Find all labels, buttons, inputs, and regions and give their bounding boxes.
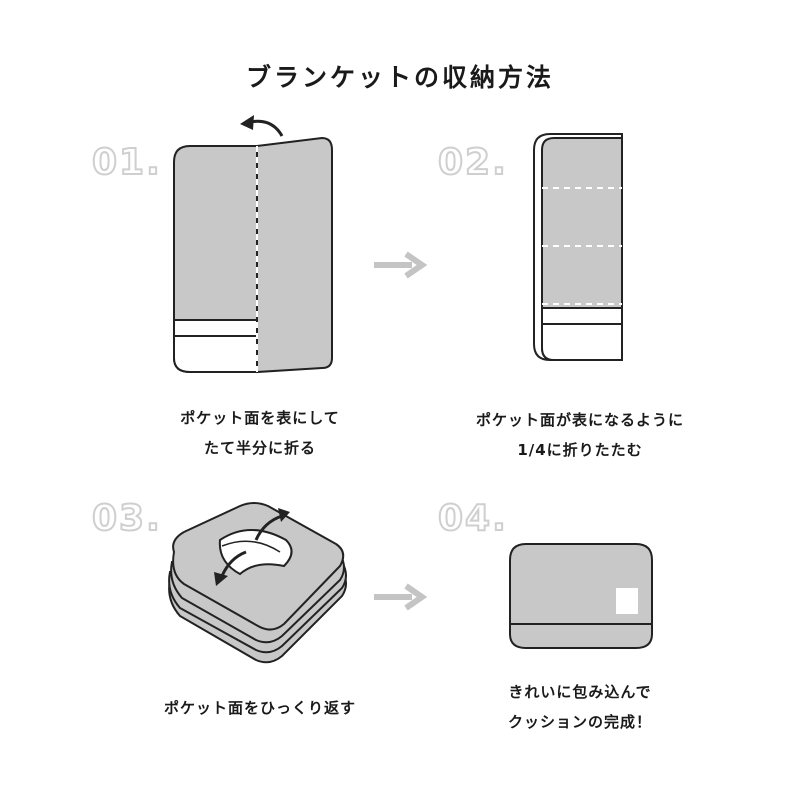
step-1-illustration — [173, 115, 333, 374]
flip-arrow-icon — [214, 508, 290, 586]
step-2-caption: ポケット面が表になるように 1/4に折りたたむ — [440, 405, 720, 465]
step-1-number: 01. — [91, 141, 162, 184]
step-3-caption-line-1: ポケット面をひっくり返す — [163, 699, 356, 717]
step-4-number: 04. — [437, 497, 508, 540]
step-3-caption: ポケット面をひっくり返す — [120, 693, 400, 723]
step-4-caption-line-2: クッションの完成！ — [507, 713, 652, 731]
page-title: ブランケットの収納方法 — [245, 63, 554, 92]
step-1-caption-line-1: ポケット面を表にして — [180, 409, 340, 427]
step-2-caption-line-1: ポケット面が表になるように — [475, 411, 684, 429]
step-4-illustration — [509, 543, 653, 649]
step-2-number: 02. — [437, 141, 508, 184]
right-arrow-icon — [374, 251, 428, 279]
step-3-illustration — [168, 502, 347, 664]
step-2-illustration — [533, 133, 623, 361]
step-3-number: 03. — [91, 497, 162, 540]
step-2-caption-line-2: 1/4に折りたたむ — [517, 441, 643, 459]
step-4-caption: きれいに包み込んで クッションの完成！ — [450, 677, 710, 737]
step-4-caption-line-1: きれいに包み込んで — [508, 683, 652, 701]
right-arrow-icon — [374, 583, 428, 611]
step-1-caption-line-2: たて半分に折る — [203, 439, 316, 457]
rotate-arrow-icon — [240, 115, 284, 137]
tag-label — [616, 588, 638, 614]
step-1-caption: ポケット面を表にして たて半分に折る — [130, 403, 390, 463]
